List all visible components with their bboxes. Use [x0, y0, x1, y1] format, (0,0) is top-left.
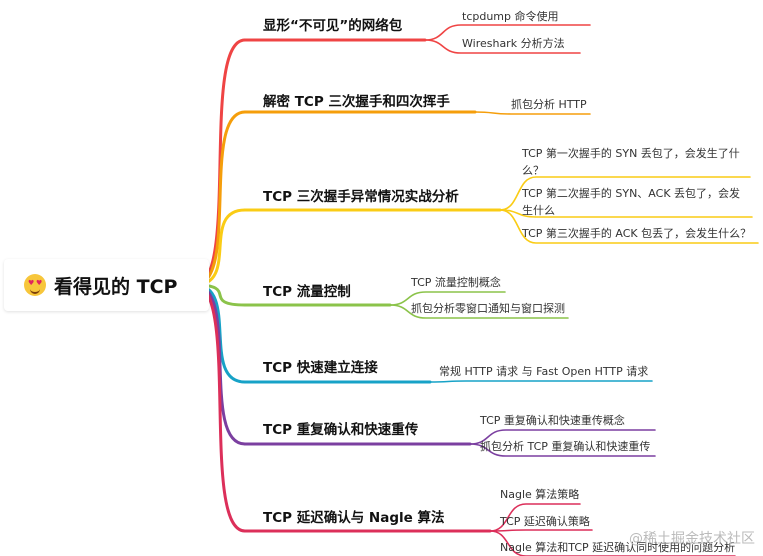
leaf-node[interactable]: Nagle 算法和TCP 延迟确认同时使用的问题分析	[500, 541, 736, 554]
leaf-node[interactable]: 抓包分析 TCP 重复确认和快速重传	[480, 440, 651, 453]
leaf-connector	[489, 529, 593, 532]
root-node[interactable]: ♥♥ 看得见的 TCP	[4, 259, 209, 311]
leaf-node[interactable]: TCP 流量控制概念	[411, 276, 501, 289]
leaf-connector	[424, 24, 591, 41]
leaf-node[interactable]: Wireshark 分析方法	[462, 37, 565, 50]
leaf-node[interactable]: TCP 第一次握手的 SYN 丢包了，会发生了什么？	[522, 147, 740, 177]
leaf-node[interactable]: TCP 重复确认和快速重传概念	[480, 414, 625, 427]
branch-title[interactable]: TCP 流量控制	[263, 284, 351, 300]
leaf-node[interactable]: Nagle 算法策略	[500, 488, 580, 501]
leaf-connector	[469, 443, 656, 457]
branch-title[interactable]: TCP 重复确认和快速重传	[263, 422, 419, 438]
leaf-connector	[469, 429, 656, 445]
watermark: @稀土掘金技术社区	[629, 531, 755, 547]
branch-title[interactable]: TCP 三次握手异常情况实战分析	[263, 189, 459, 205]
leaf-node[interactable]: tcpdump 命令使用	[462, 10, 559, 23]
leaf-node[interactable]: 抓包分析 HTTP	[511, 98, 587, 111]
root-title: 看得见的 TCP	[54, 275, 178, 298]
leaf-node[interactable]: TCP 第三次握手的 ACK 包丢了，会发生什么？	[522, 227, 752, 240]
leaf-node[interactable]: 常规 HTTP 请求 与 Fast Open HTTP 请求	[439, 365, 649, 378]
leaf-connector	[499, 176, 751, 211]
branch-title[interactable]: 显形“不可见”的网络包	[263, 18, 403, 34]
branch-title[interactable]: 解密 TCP 三次握手和四次挥手	[263, 94, 450, 110]
leaf-node[interactable]: TCP 延迟确认策略	[500, 515, 590, 528]
branch-title[interactable]: TCP 快速建立连接	[263, 360, 378, 376]
leaf-node[interactable]: 抓包分析零窗口通知与窗口探测	[411, 302, 565, 315]
leaf-connector	[389, 291, 506, 306]
heart-eyes-emoji-icon: ♥♥	[24, 274, 46, 296]
leaf-connector	[489, 503, 581, 532]
leaf-connector	[429, 380, 653, 383]
leaf-connector	[474, 111, 591, 115]
leaf-connector	[424, 39, 581, 54]
leaf-connector	[499, 209, 759, 244]
leaf-node[interactable]: TCP 第二次握手的 SYN、ACK 丢包了，会发生什么	[522, 187, 741, 217]
branch-title[interactable]: TCP 延迟确认与 Nagle 算法	[263, 510, 445, 526]
leaf-connector	[389, 304, 569, 319]
